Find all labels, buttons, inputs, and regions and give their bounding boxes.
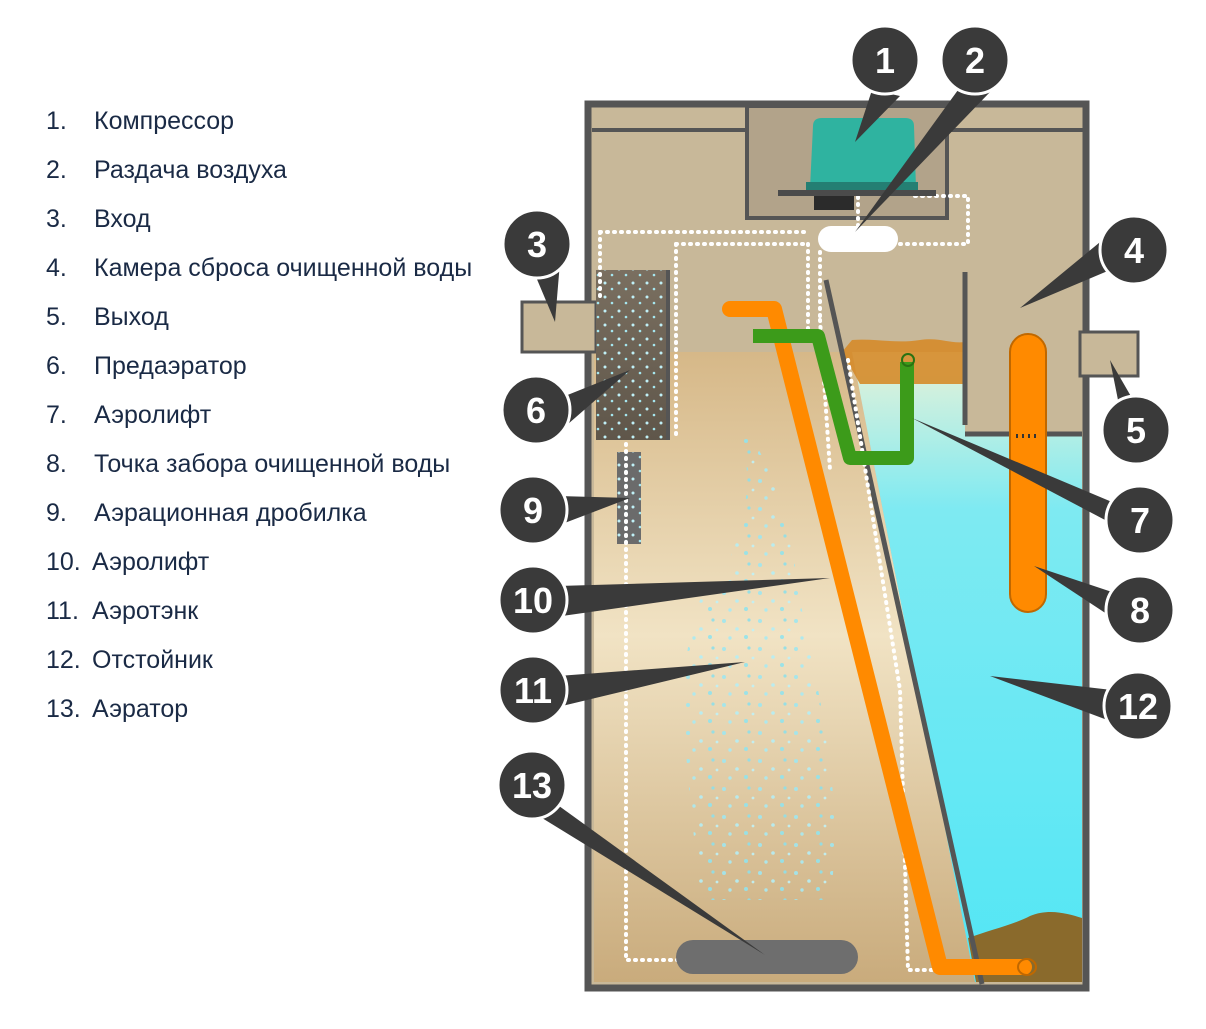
callout-label: 12 — [1118, 686, 1158, 727]
legend-item: 13. Аэратор — [46, 688, 516, 737]
callout-5: 5 — [1100, 360, 1172, 466]
legend-item: 9. Аэрационная дробилка — [46, 492, 516, 541]
legend-label: Аэратор — [92, 695, 189, 723]
callout-10: 10 — [497, 564, 830, 636]
legend-label: Выход — [94, 303, 169, 331]
legend-number: 6. — [46, 352, 67, 380]
legend-item: 5. Выход — [46, 296, 516, 345]
air-bubbles — [684, 420, 835, 900]
legend-number: 13. — [46, 695, 81, 723]
legend-item: 1. Компрессор — [46, 100, 516, 149]
aerator — [676, 940, 858, 974]
callout-label: 8 — [1130, 590, 1150, 631]
callout-label: 7 — [1130, 500, 1150, 541]
callout-9: 9 — [497, 474, 630, 546]
callout-label: 10 — [513, 580, 553, 621]
legend-number: 10. — [46, 548, 81, 576]
legend-item: 11. Аэротэнк — [46, 590, 516, 639]
callout-label: 3 — [527, 224, 547, 265]
legend-number: 3. — [46, 205, 67, 233]
legend-item: 7. Аэролифт — [46, 394, 516, 443]
legend-number: 5. — [46, 303, 67, 331]
callout-1: 1 — [849, 24, 921, 142]
legend-label: Компрессор — [94, 107, 235, 135]
callout-13: 13 — [496, 749, 765, 955]
legend-label: Вход — [94, 205, 151, 233]
legend-label: Предаэратор — [94, 352, 247, 380]
callout-label: 13 — [512, 765, 552, 806]
callout-label: 4 — [1124, 230, 1144, 271]
pre-aerator — [596, 270, 670, 440]
legend-label: Отстойник — [92, 646, 213, 674]
airlift-green — [753, 329, 914, 465]
tank-wall — [584, 100, 1090, 992]
callout-label: 1 — [875, 40, 895, 81]
legend-item: 2. Раздача воздуха — [46, 149, 516, 198]
compressor — [778, 118, 936, 210]
outlet-pipe — [1078, 330, 1140, 378]
callout-7: 7 — [912, 418, 1176, 556]
legend-number: 7. — [46, 401, 67, 429]
legend-number: 12. — [46, 646, 81, 674]
legend-label: Аэролифт — [92, 548, 210, 576]
legend-item: 10. Аэролифт — [46, 541, 516, 590]
legend-number: 1. — [46, 107, 67, 135]
legend-label: Камера сброса очищенной воды — [94, 254, 473, 282]
callout-label: 6 — [526, 390, 546, 431]
legend-label: Аэротэнк — [92, 597, 199, 625]
legend-item: 12. Отстойник — [46, 639, 516, 688]
partition-wall — [823, 279, 985, 985]
callout-3: 3 — [501, 208, 573, 322]
legend-number: 2. — [46, 156, 67, 184]
airlift-orange — [722, 301, 1032, 975]
callout-label: 11 — [514, 670, 552, 711]
legend-number: 8. — [46, 450, 67, 478]
callout-12: 12 — [990, 670, 1174, 742]
legend-item: 3. Вход — [46, 198, 516, 247]
legend-number: 11. — [46, 597, 79, 625]
callout-11: 11 — [497, 654, 745, 726]
legend-item: 8. Точка забора очищенной воды — [46, 443, 516, 492]
callout-label: 2 — [965, 40, 985, 81]
sludge-layer — [842, 339, 965, 384]
inlet-pipe — [520, 300, 598, 354]
legend-list: 1. Компрессор 2. Раздача воздуха 3. Вход 4.… — [46, 100, 516, 737]
legend-label: Точка забора очищенной воды — [94, 450, 451, 478]
callout-8: 8 — [1034, 566, 1176, 646]
legend-number: 9. — [46, 499, 67, 527]
legend-item: 6. Предаэратор — [46, 345, 516, 394]
callout-label: 9 — [523, 490, 543, 531]
callout-label: 5 — [1126, 410, 1146, 451]
legend-label: Аэрационная дробилка — [94, 499, 367, 527]
legend-label: Раздача воздуха — [94, 156, 287, 184]
callout-6: 6 — [500, 370, 630, 446]
legend-label: Аэролифт — [94, 401, 212, 429]
callout-2: 2 — [855, 24, 1011, 232]
legend-number: 4. — [46, 254, 67, 282]
callout-4: 4 — [1020, 214, 1170, 308]
legend-item: 4. Камера сброса очищенной воды — [46, 247, 516, 296]
air-distributor — [818, 226, 898, 252]
